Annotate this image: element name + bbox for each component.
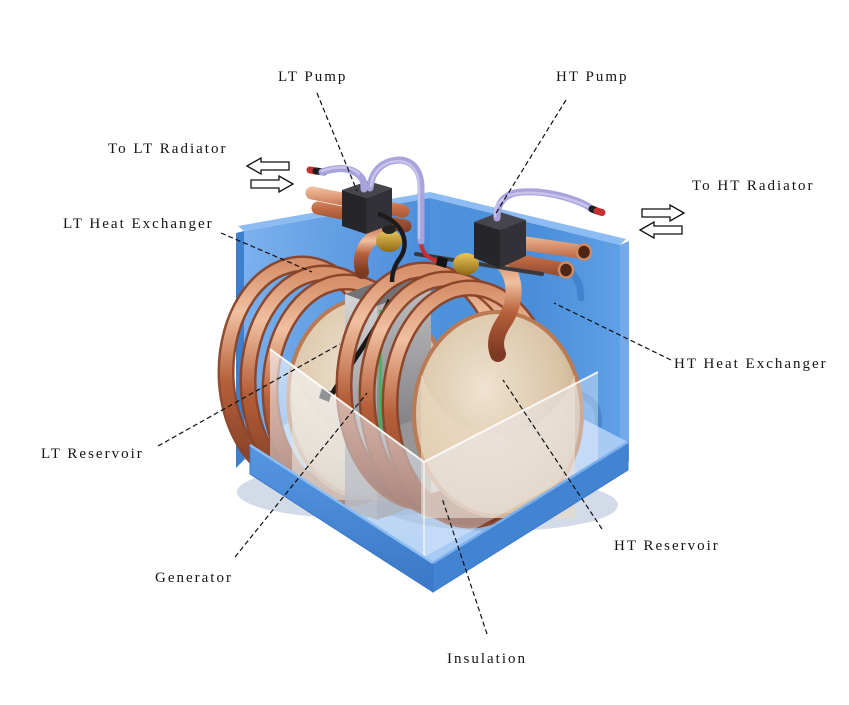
- leader-ht-heat-exchanger: [553, 302, 672, 361]
- ht-waterline: [421, 374, 575, 518]
- lt-brass-fitting: [376, 230, 402, 252]
- flow-arrow-ht-out: [641, 203, 686, 223]
- leader-lines: [157, 92, 672, 635]
- label-ht-pump: HT Pump: [556, 69, 629, 85]
- tube-tip-red: [593, 207, 606, 216]
- insulation-liner: [269, 348, 599, 557]
- leader-generator: [234, 392, 368, 558]
- lt-pump-body: [342, 181, 392, 234]
- leader-lt-pump: [316, 92, 358, 192]
- pump-wire: [377, 211, 407, 283]
- ht-reservoir-cylinder: [412, 310, 584, 518]
- ht-pipe: [505, 253, 573, 277]
- ht-brass-fitting: [453, 253, 479, 275]
- flow-arrow-ht-return: [638, 220, 683, 240]
- leader-ht-reservoir: [502, 379, 603, 530]
- label-ht-reservoir: HT Reservoir: [614, 538, 720, 554]
- ht-plumbing: [414, 235, 593, 362]
- flow-arrow-lt-out: [245, 156, 290, 176]
- ht-pipe-open-end: [575, 243, 593, 261]
- coolant-tubes: [306, 156, 606, 245]
- leader-lt-heat-exchanger: [220, 232, 313, 273]
- label-lt-reservoir: LT Reservoir: [41, 446, 144, 462]
- leader-lt-reservoir: [157, 343, 341, 447]
- label-lt-heat-exchanger: LT Heat Exchanger: [63, 216, 214, 232]
- leader-ht-pump: [495, 99, 567, 214]
- label-to-ht-radiator: To HT Radiator: [692, 178, 815, 194]
- ht-pipe-open-end: [557, 261, 575, 279]
- ht-pipe: [509, 235, 591, 259]
- ht-elbow: [488, 254, 522, 362]
- label-generator: Generator: [155, 570, 233, 586]
- wire-clip: [436, 256, 448, 268]
- flow-arrows: [245, 156, 686, 240]
- ht-pump-body: [474, 212, 526, 268]
- label-ht-heat-exchanger: HT Heat Exchanger: [674, 356, 828, 372]
- label-lt-pump: LT Pump: [278, 69, 348, 85]
- label-to-lt-radiator: To LT Radiator: [108, 141, 228, 157]
- flow-arrow-lt-return: [250, 174, 295, 194]
- label-insulation: Insulation: [447, 651, 527, 667]
